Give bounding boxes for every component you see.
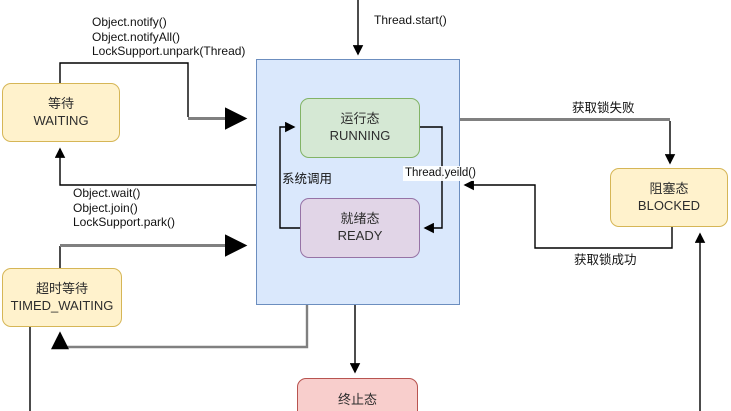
edge-wait xyxy=(54,147,256,186)
node-waiting[interactable]: 等待 WAITING xyxy=(2,83,120,142)
node-timed-waiting-label-zh: 超时等待 xyxy=(35,280,88,296)
label-notify-group: Object.notify() Object.notifyAll() LockS… xyxy=(92,15,245,59)
label-notify-2: Object.notifyAll() xyxy=(92,29,181,44)
label-notify-3: LockSupport.unpark(Thread) xyxy=(92,44,246,58)
label-thread-start: Thread.start() xyxy=(374,13,447,27)
edge-timed-return xyxy=(51,305,309,350)
edge-notify-stem xyxy=(59,62,189,117)
label-syscall: 系统调用 xyxy=(282,172,333,186)
node-waiting-label-zh: 等待 xyxy=(47,95,74,111)
label-notify-1: Object.notify() xyxy=(92,15,167,29)
node-waiting-label-en: WAITING xyxy=(33,112,89,128)
label-wait-3: LockSupport.park() xyxy=(73,215,176,229)
label-wait-1: Object.wait() xyxy=(73,186,141,200)
edge-lock-success xyxy=(463,179,673,249)
label-wait-group: Object.wait() Object.join() LockSupport.… xyxy=(73,186,175,230)
edge-ready-to-running xyxy=(279,121,300,229)
node-ready-label-en: READY xyxy=(337,228,383,243)
node-blocked-label-zh: 阻塞态 xyxy=(649,180,689,196)
label-lock-success: 获取锁成功 xyxy=(574,253,637,267)
node-timed-waiting[interactable]: 超时等待 TIMED_WAITING xyxy=(2,268,122,327)
node-blocked[interactable]: 阻塞态 BLOCKED xyxy=(610,168,728,227)
node-running-label-en: RUNNING xyxy=(329,128,391,143)
node-running-label-zh: 运行态 xyxy=(340,111,380,127)
node-timed-waiting-label-en: TIMED_WAITING xyxy=(10,297,114,313)
node-ready-label-zh: 就绪态 xyxy=(340,211,380,227)
node-blocked-label-en: BLOCKED xyxy=(637,197,701,213)
label-wait-2: Object.join() xyxy=(73,200,138,215)
label-thread-yield: Thread.yeild() xyxy=(403,166,478,181)
node-terminated-label-zh: 终止态 xyxy=(337,392,377,407)
node-ready[interactable]: 就绪态 READY xyxy=(300,198,420,258)
node-terminated[interactable]: 终止态 xyxy=(297,378,418,411)
node-running[interactable]: 运行态 RUNNING xyxy=(300,98,420,158)
label-lock-fail: 获取锁失败 xyxy=(572,101,635,115)
